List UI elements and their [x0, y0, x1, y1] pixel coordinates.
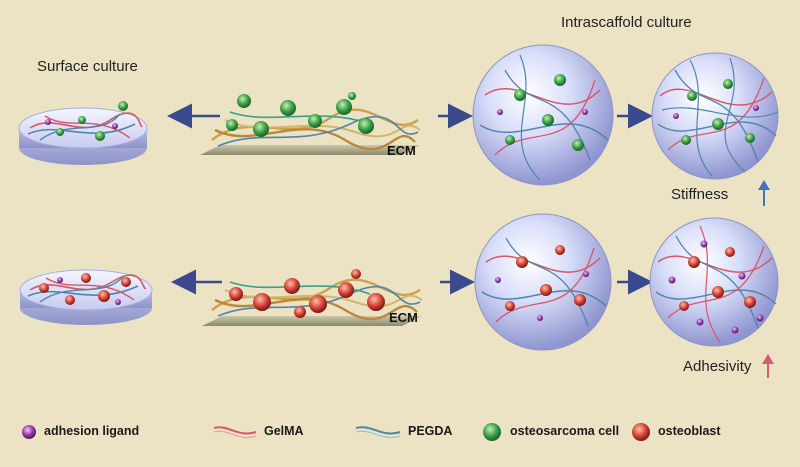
- surface-disc-top: [18, 101, 148, 165]
- surface-culture-title: Surface culture: [37, 58, 138, 75]
- ecm-label-bottom: ECM: [389, 310, 418, 325]
- adhesion-ligand-icon: [22, 425, 36, 439]
- scaffold-sphere-top-1: [472, 44, 614, 186]
- osteoblast-icon: [632, 423, 650, 441]
- legend-gelma: GelMA: [264, 424, 304, 438]
- scaffold-sphere-bottom-1: [474, 213, 612, 351]
- legend-adhesion-ligand: adhesion ligand: [44, 424, 140, 438]
- stiffness-arrow-head: [758, 180, 770, 190]
- legend-pegda: PEGDA: [408, 424, 453, 438]
- scaffold-sphere-top-2: [651, 52, 779, 180]
- ecm-slab-bottom: [202, 269, 423, 326]
- adhesivity-arrow-head: [762, 354, 774, 364]
- osteosarcoma-cell-icon: [483, 423, 501, 441]
- scaffold-sphere-bottom-2: [649, 217, 779, 347]
- surface-disc-bottom: [19, 269, 153, 325]
- legend-osteoblast: osteoblast: [658, 424, 721, 438]
- legend-osteosarcoma-cell: osteosarcoma cell: [510, 424, 620, 438]
- ecm-slab-top: [200, 92, 421, 155]
- ecm-label-top: ECM: [387, 143, 416, 158]
- adhesivity-label: Adhesivity: [683, 358, 752, 375]
- pegda-icon: [355, 426, 401, 438]
- stiffness-label: Stiffness: [671, 186, 729, 203]
- intrascaffold-culture-title: Intrascaffold culture: [561, 14, 692, 31]
- gelma-icon: [213, 426, 257, 438]
- legend: [22, 423, 650, 441]
